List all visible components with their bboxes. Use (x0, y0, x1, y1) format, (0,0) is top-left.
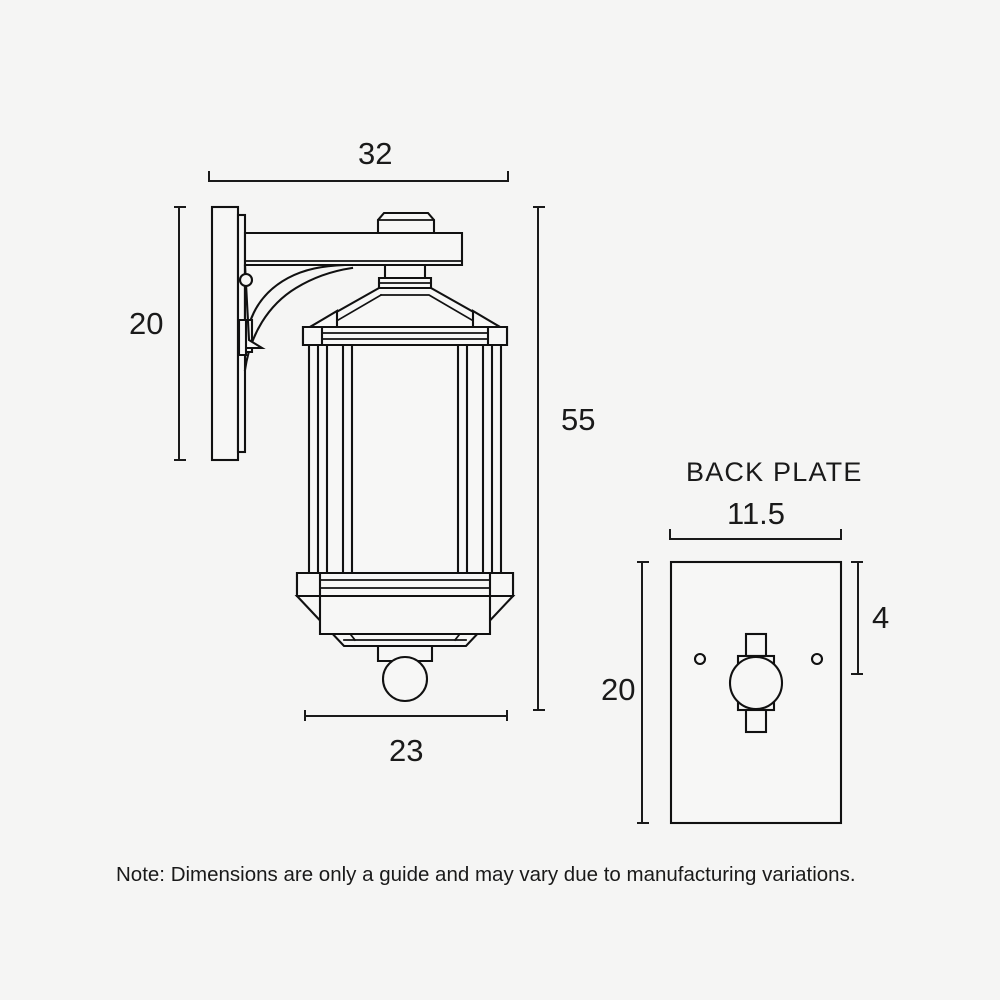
backplate-dimension-label-4: 4 (872, 600, 889, 635)
dimension-label-23: 23 (389, 733, 423, 768)
back-plate-title: BACK PLATE (686, 457, 863, 487)
dimension-label-55: 55 (561, 402, 595, 437)
lantern-glass-body (307, 343, 503, 575)
lantern-neck-collar (377, 263, 433, 290)
dimension-23-group (304, 710, 508, 721)
dimension-11-5-group (669, 529, 842, 540)
dimension-label-11-5: 11.5 (727, 496, 785, 531)
backplate-dimension-20-group (637, 561, 649, 824)
bracket-arm (243, 211, 464, 267)
backplate-dimension-4-group (851, 561, 863, 675)
bracket-curved-brace (237, 263, 354, 372)
dimension-label-32: 32 (358, 136, 392, 171)
lantern-crown (301, 286, 509, 347)
dimension-label-20-wallplate: 20 (129, 306, 163, 341)
dimension-55-group (533, 206, 545, 711)
back-plate-face (669, 560, 843, 825)
backplate-dimension-label-20: 20 (601, 672, 635, 707)
lantern-finial (376, 644, 434, 703)
lantern-tapered-base (294, 594, 516, 648)
lantern-bottom-band (295, 571, 515, 598)
dimension-20-wallplate-group (174, 206, 186, 461)
note-text: Note: Dimensions are only a guide and ma… (116, 863, 856, 886)
dimension-32-group (208, 171, 509, 182)
